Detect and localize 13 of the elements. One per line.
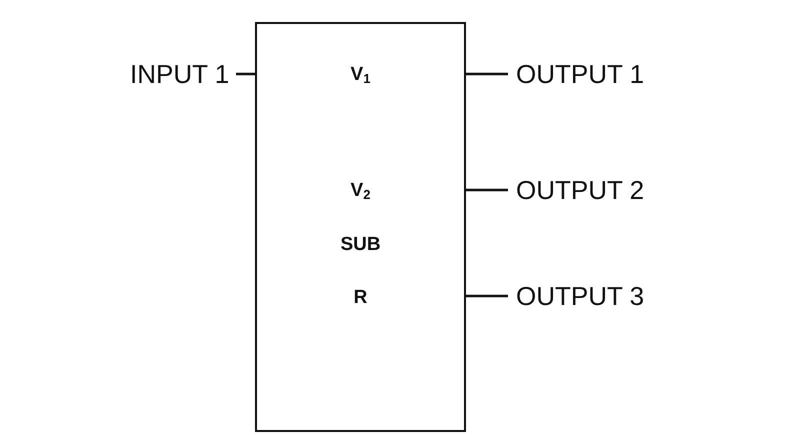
connector-line (466, 294, 508, 298)
pin-label: V$_{1}$ (350, 64, 372, 86)
pin-label: R (352, 287, 368, 309)
pin-label: V$_{2}$ (350, 180, 372, 202)
connector-line (466, 72, 508, 76)
block-box (255, 22, 466, 432)
connector-line (236, 72, 255, 76)
terminal-label: OUTPUT 1 (508, 59, 644, 89)
pin-label: SUB (339, 234, 382, 256)
terminal-label: OUTPUT 2 (508, 175, 644, 205)
connector-line (466, 188, 508, 192)
terminal-label: OUTPUT 3 (508, 281, 644, 311)
terminal-label: INPUT 1 (122, 59, 230, 89)
